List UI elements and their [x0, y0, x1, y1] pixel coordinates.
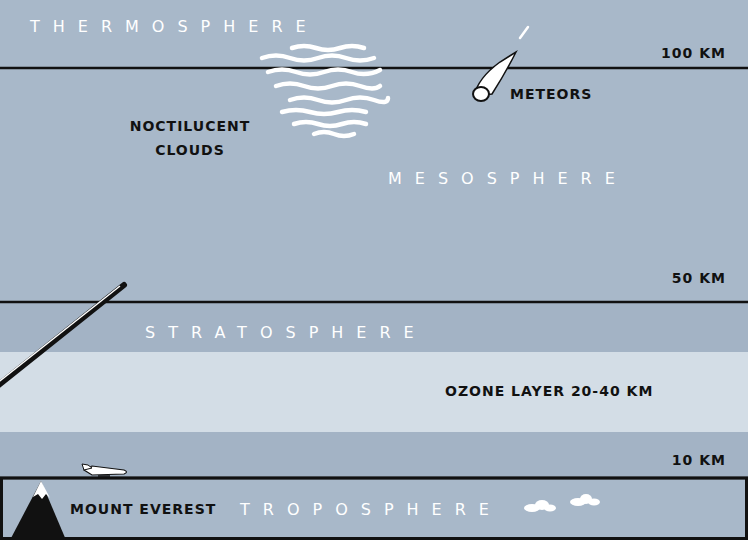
troposphere-frame [2, 478, 747, 539]
ozone-layer-band: OZONE LAYER 20-40 KM [0, 352, 748, 432]
layer-name: THERMOSPHERE [30, 17, 319, 36]
mesosphere-band: MESOSPHERE [0, 68, 748, 302]
layer-name: STRATOSPHERE [145, 323, 427, 342]
rocket-trail [0, 285, 124, 387]
layer-name: OZONE LAYER 20-40 KM [445, 383, 653, 399]
airplane [82, 464, 127, 476]
noctilucent-cloud-strokes [262, 46, 388, 136]
small-clouds [524, 494, 600, 512]
altitude-label: 50 KM [672, 270, 726, 286]
stratosphere-band: STRATOSPHERE OZONE LAYER 20-40 KM [0, 302, 748, 478]
clouds-label: NOCTILUCENT CLOUDS [110, 114, 270, 162]
mount-everest [10, 481, 66, 540]
meteors-label: METEORS [510, 86, 592, 102]
altitude-label: 10 KM [672, 452, 726, 468]
mountain-label: MOUNT EVEREST [70, 501, 216, 517]
layer-name: MESOSPHERE [388, 169, 628, 188]
boundary-lines [0, 68, 748, 478]
stratosphere-ground [0, 302, 748, 478]
layer-name: TROPOSPHERE [240, 500, 502, 519]
ozone-ground [0, 352, 748, 432]
altitude-label: 100 KM [661, 45, 726, 61]
thermosphere-band: THERMOSPHERE [0, 0, 748, 68]
